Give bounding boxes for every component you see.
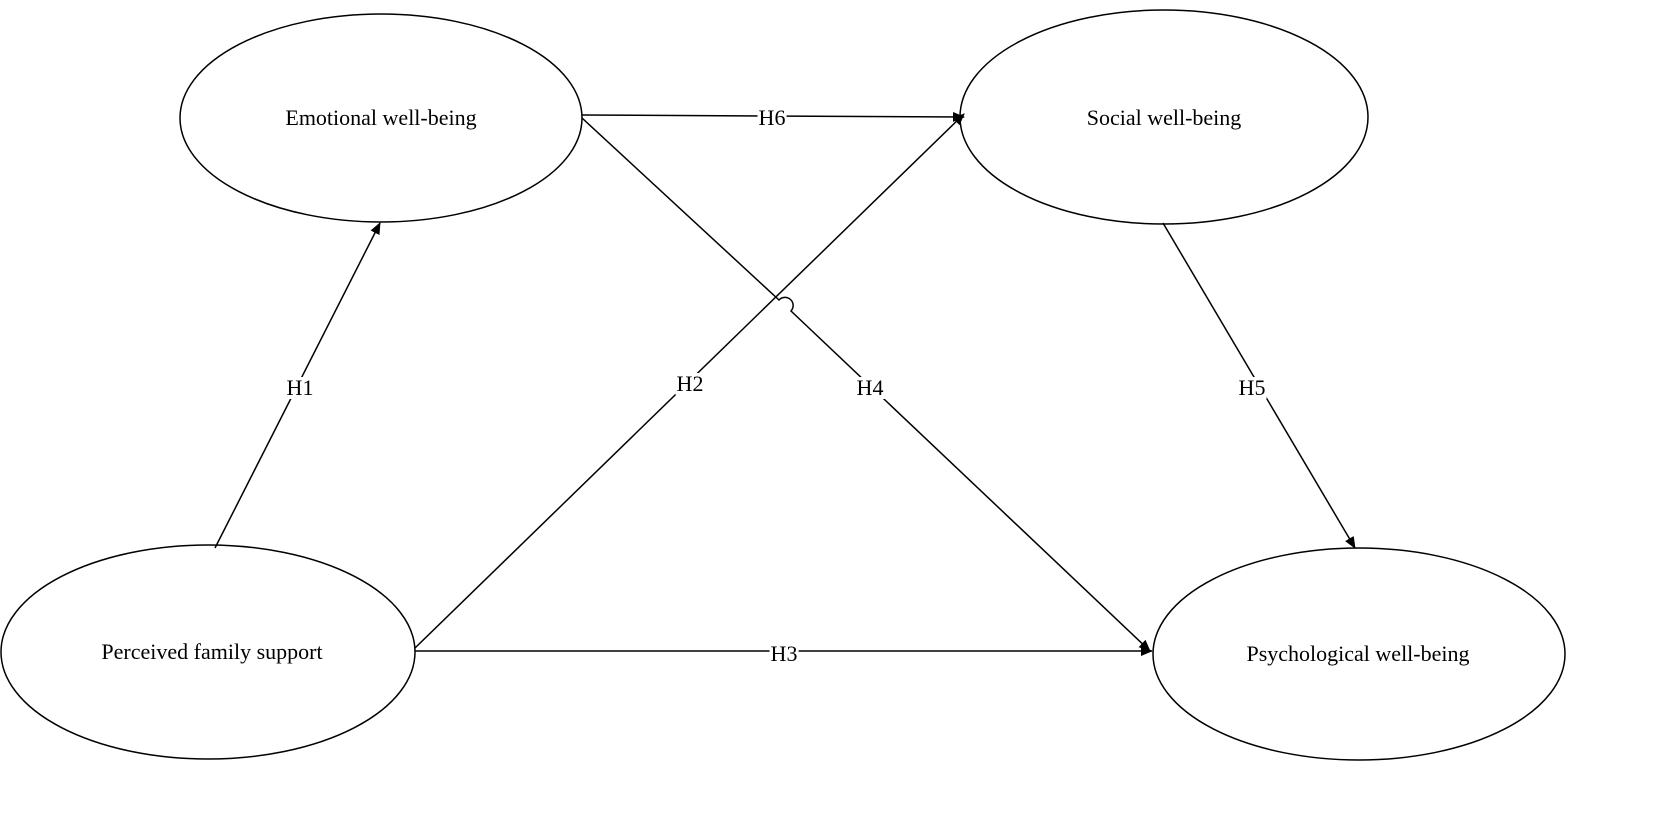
node-social-label: Social well-being: [1086, 105, 1242, 130]
node-psychological-ellipse: [1152, 547, 1566, 761]
edge-h1-label: H1: [285, 375, 315, 400]
edge-h2-label: H2: [675, 371, 705, 396]
edge-h3-label: H3: [769, 641, 799, 666]
edge-h6-label: H6: [757, 105, 787, 130]
node-family-ellipse: [0, 544, 416, 760]
node-emotional-label: Emotional well-being: [285, 105, 477, 130]
edge-h4-line: [581, 117, 1151, 652]
node-psychological-label: Psychological well-being: [1246, 641, 1470, 666]
edge-h4-label: H4: [855, 375, 885, 400]
edge-h5-label: H5: [1237, 375, 1267, 400]
node-family-label: Perceived family support: [101, 639, 323, 664]
